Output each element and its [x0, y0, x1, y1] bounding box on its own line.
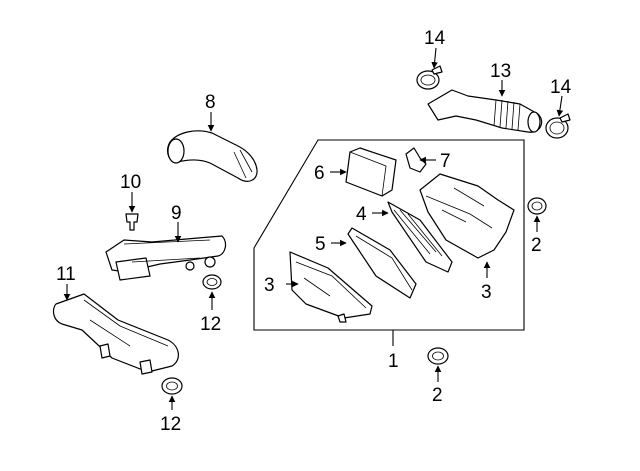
- callout-11: 11: [56, 264, 76, 285]
- callout-8: 8: [205, 92, 216, 113]
- part-7-bracket[interactable]: [405, 147, 427, 173]
- part-5-filter-frame[interactable]: [347, 227, 417, 299]
- part-2-grommet-bottom[interactable]: [427, 347, 449, 365]
- callout-4: 4: [356, 204, 367, 225]
- part-8-intake-duct[interactable]: [166, 130, 258, 182]
- callout-6: 6: [314, 163, 325, 184]
- part-6-cover[interactable]: [345, 147, 397, 197]
- part-3-upper-housing[interactable]: [419, 173, 515, 259]
- callout-3-right: 3: [481, 282, 492, 303]
- part-11-lower-duct[interactable]: [52, 293, 179, 375]
- leader-lines: [63, 47, 564, 410]
- part-12-grommet-lower[interactable]: [161, 377, 183, 395]
- callout-2-bottom: 2: [432, 385, 443, 406]
- callout-5: 5: [315, 234, 326, 255]
- callout-12-lower: 12: [160, 414, 181, 435]
- part-3-lower-housing[interactable]: [289, 251, 373, 323]
- part-2-grommet-right[interactable]: [527, 197, 547, 215]
- callout-14-left: 14: [424, 28, 446, 49]
- part-14-clamp-right[interactable]: [545, 113, 571, 139]
- part-4-filter[interactable]: [387, 201, 453, 273]
- part-12-grommet-upper[interactable]: [202, 274, 222, 290]
- callout-13: 13: [490, 61, 511, 82]
- part-13-intake-hose[interactable]: [427, 89, 543, 133]
- part-14-clamp-left[interactable]: [416, 65, 443, 90]
- part-9-resonator[interactable]: [105, 235, 227, 281]
- callout-10: 10: [120, 172, 141, 193]
- callout-7: 7: [440, 151, 451, 172]
- callout-12-upper: 12: [200, 314, 221, 335]
- part-10-clip[interactable]: [125, 213, 139, 231]
- callout-2-right: 2: [531, 235, 542, 256]
- callout-3-left: 3: [264, 275, 275, 296]
- callout-9: 9: [171, 203, 182, 224]
- callout-1: 1: [388, 351, 399, 372]
- callout-14-right: 14: [550, 77, 572, 98]
- assembly-box: [253, 139, 525, 331]
